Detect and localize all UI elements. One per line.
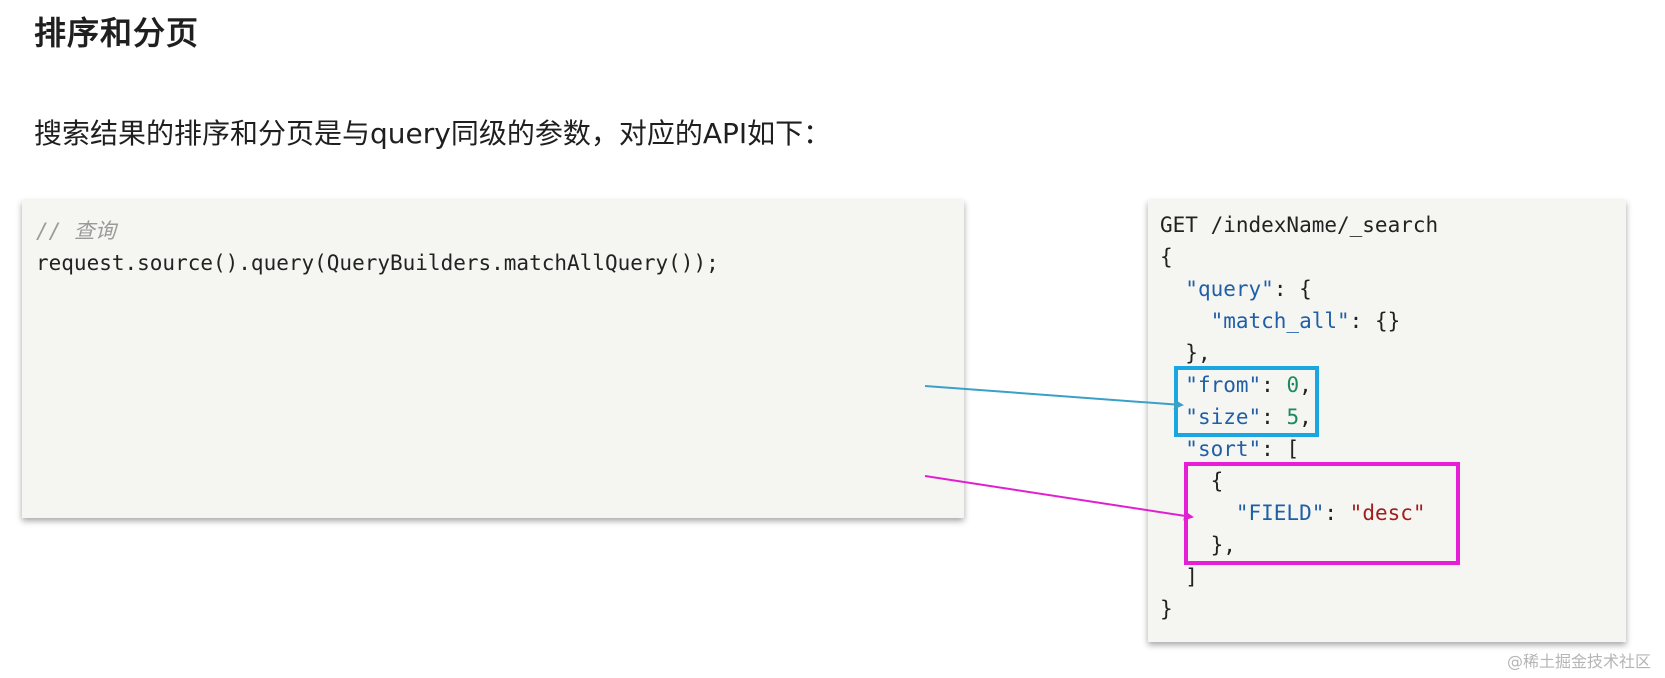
json-line-open-brace: { <box>1160 242 1626 274</box>
code-comment: // 查询 <box>36 219 116 243</box>
json-size-sep: : <box>1261 405 1287 429</box>
json-line-sort-open: { <box>1160 466 1626 498</box>
java-code-block: // 查询 request.source().query(QueryBuilde… <box>22 200 964 518</box>
json-code-block: GET /indexName/_search { "query": { "mat… <box>1148 200 1626 642</box>
json-match-all-rest: : {} <box>1349 309 1401 333</box>
json-line-array-close: ] <box>1160 562 1626 594</box>
page-title: 排序和分页 <box>34 14 200 52</box>
intro-text: 搜索结果的排序和分页是与query同级的参数，对应的API如下： <box>34 117 832 150</box>
json-array-close: ] <box>1185 565 1198 589</box>
code-line-query: request.source().query(QueryBuilders.mat… <box>36 251 719 275</box>
json-line-sort: "sort": [ <box>1160 434 1626 466</box>
json-value-desc: "desc" <box>1349 501 1426 525</box>
json-open-brace: { <box>1160 245 1173 269</box>
json-sort-open-brace: { <box>1210 469 1224 493</box>
json-key-field: "FIELD" <box>1235 501 1325 525</box>
json-line-match-all: "match_all": {} <box>1160 306 1626 338</box>
json-sort-rest: : [ <box>1261 437 1300 461</box>
json-key-from: "from" <box>1185 373 1262 397</box>
json-value-from: 0 <box>1286 373 1300 397</box>
json-key-sort: "sort" <box>1185 437 1262 461</box>
json-close-query: }, <box>1185 341 1211 365</box>
json-line-sort-close: }, <box>1160 530 1626 562</box>
json-close-brace: } <box>1160 597 1173 621</box>
json-key-query: "query" <box>1185 277 1274 301</box>
json-line-query: "query": { <box>1160 274 1626 306</box>
json-sort-close-brace: }, <box>1210 533 1236 557</box>
json-value-size: 5 <box>1286 405 1300 429</box>
json-line-close-query: }, <box>1160 338 1626 370</box>
watermark: @稀土掘金技术社区 <box>1506 652 1651 671</box>
json-line-from: "from": 0, <box>1160 370 1626 402</box>
json-from-end: , <box>1299 373 1312 397</box>
json-key-size: "size" <box>1185 405 1262 429</box>
json-query-rest: : { <box>1273 277 1312 301</box>
json-key-match-all: "match_all" <box>1210 309 1350 333</box>
json-size-end: , <box>1299 405 1312 429</box>
json-field-sep: : <box>1324 501 1350 525</box>
json-line-request: GET /indexName/_search <box>1160 210 1626 242</box>
json-line-size: "size": 5, <box>1160 402 1626 434</box>
json-from-sep: : <box>1261 373 1287 397</box>
json-request-text: GET /indexName/_search <box>1160 213 1439 237</box>
json-line-close-brace: } <box>1160 594 1626 626</box>
json-line-field: "FIELD": "desc" <box>1160 498 1626 530</box>
